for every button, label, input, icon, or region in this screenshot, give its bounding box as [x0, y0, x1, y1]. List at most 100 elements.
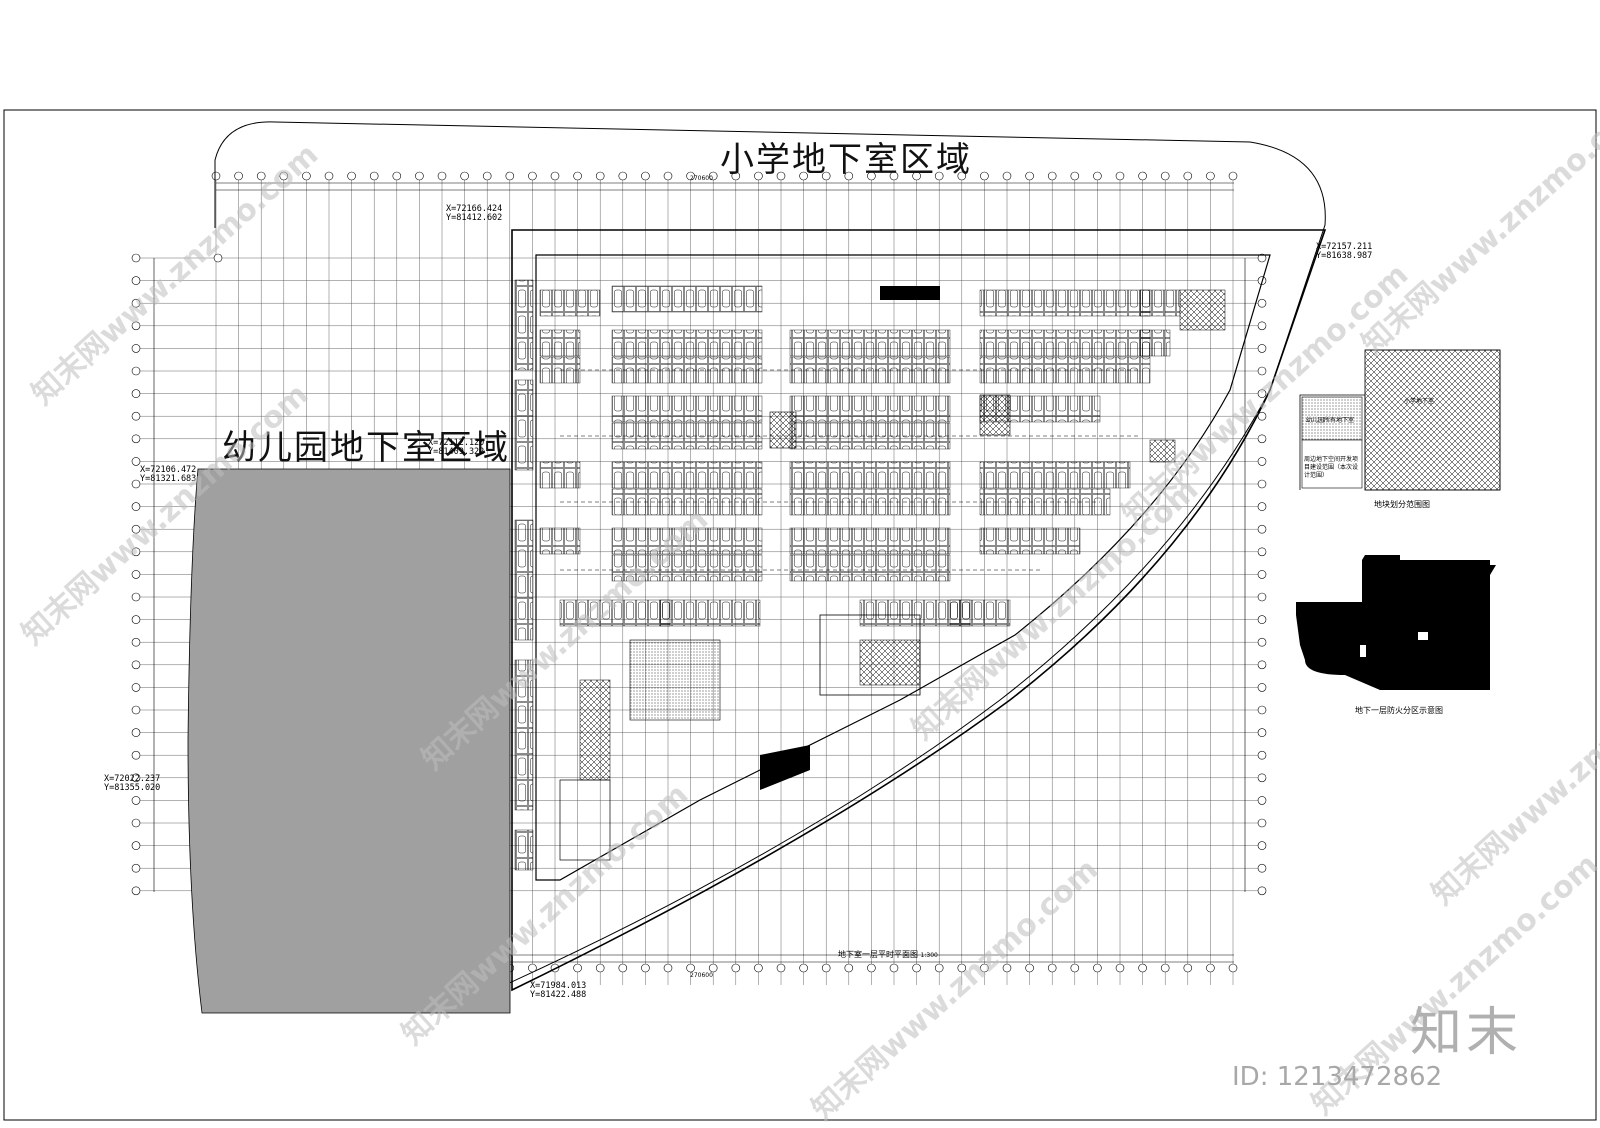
- axis-bubble-icon: [1257, 366, 1267, 376]
- axis-bubble-icon: [663, 171, 673, 181]
- axis-bubble-icon: [131, 750, 141, 760]
- axis-bubble-icon: [1025, 963, 1034, 973]
- axis-bubble-icon: [1257, 298, 1267, 308]
- basement-inner-wall: [535, 254, 1271, 881]
- site-boundary: [214, 121, 1326, 986]
- axis-bubble-icon: [595, 963, 605, 973]
- axis-bubble-icon: [131, 615, 141, 624]
- axis-bubble-icon: [256, 171, 266, 181]
- axis-bubble-icon: [1115, 963, 1125, 973]
- axis-bubble-icon: [131, 321, 141, 331]
- axis-bubble-icon: [595, 171, 605, 181]
- axis-bubble-icon: [889, 963, 899, 973]
- axis-bubble-icon: [1257, 705, 1267, 715]
- sheet-border: [3, 109, 1597, 1121]
- axis-bubble-icon: [131, 637, 141, 647]
- axis-bubble-icon: [131, 298, 141, 308]
- axis-bubble-icon: [369, 171, 379, 181]
- axis-bubble-icon: [1257, 502, 1267, 511]
- axis-bubble-icon: [131, 253, 141, 263]
- axis-bubble-icon: [324, 171, 334, 181]
- axis-bubble-icon: [1228, 171, 1238, 181]
- axis-bubble-icon: [131, 524, 141, 534]
- axis-bubble-icon: [131, 796, 141, 805]
- axis-bubble-icon: [1138, 963, 1147, 973]
- axis-bubble-icon: [131, 479, 141, 489]
- axis-bubble-icon: [1257, 615, 1267, 624]
- axis-bubble-icon: [1257, 750, 1267, 760]
- axis-bubble-icon: [957, 963, 967, 973]
- axis-bubble-icon: [1257, 389, 1267, 398]
- axis-bubble-icon: [731, 171, 741, 181]
- inset-fire-caption: 地下一层防火分区示意图: [1355, 706, 1443, 715]
- axis-bubble-icon: [1206, 963, 1215, 973]
- zone-label-kindergarten: 幼儿园地下室区域: [222, 428, 510, 468]
- axis-bubble-icon: [754, 963, 763, 973]
- axis-bubble-icon: [1257, 796, 1267, 805]
- axis-bubble-icon: [1093, 171, 1102, 181]
- axis-bubble-icon: [754, 171, 763, 181]
- axis-bubble-icon: [131, 411, 141, 421]
- axis-bubble-icon: [1257, 683, 1267, 692]
- axis-bubble-icon: [279, 171, 289, 181]
- axis-bubble-icon: [131, 683, 141, 692]
- drawing-title: 地下室一层平时平面图 1:300: [838, 950, 938, 959]
- axis-bubble-icon: [889, 171, 899, 181]
- axis-bubble-icon: [912, 171, 921, 181]
- axis-bubble-icon: [131, 818, 141, 828]
- legend-item: 小学地下室: [1404, 398, 1435, 405]
- axis-bubble-icon: [1257, 637, 1267, 647]
- axis-bubble-icon: [302, 171, 311, 181]
- parking-space-icon: [514, 279, 1181, 871]
- zone-label-primary-school: 小学地下室区域: [720, 140, 972, 180]
- basement-outline: [511, 229, 1327, 992]
- axis-bubble-icon: [821, 171, 831, 181]
- axis-bubble-icon: [1160, 963, 1170, 973]
- axis-bubble-icon: [1002, 171, 1012, 181]
- axis-bubble-icon: [867, 171, 876, 181]
- axis-bubble-icon: [573, 963, 582, 973]
- axis-bubble-icon: [131, 841, 141, 850]
- axis-bubble-icon: [821, 963, 831, 973]
- axis-bubble-icon: [131, 592, 141, 602]
- axis-bubble-icon: [731, 963, 741, 973]
- axis-bubble-icon: [131, 863, 141, 873]
- axis-bubble-icon: [867, 963, 876, 973]
- axis-bubble-icon: [1070, 171, 1080, 181]
- hatch-pattern-icon: [769, 411, 797, 449]
- axis-bubble-icon: [131, 389, 141, 398]
- axis-bubble-icon: [776, 963, 786, 973]
- axis-bubble-icon: [708, 171, 718, 181]
- axis-bubble-icon: [1257, 524, 1267, 534]
- axis-bubble-icon: [1257, 457, 1267, 466]
- axis-bubble-icon: [1257, 321, 1267, 331]
- axis-bubble-icon: [1002, 963, 1012, 973]
- axis-bubble-icon: [437, 171, 447, 181]
- axis-bubble-icon: [1257, 253, 1267, 263]
- axis-bubble-icon: [131, 434, 141, 444]
- axis-bubble-icon: [844, 963, 854, 973]
- axis-bubble-icon: [460, 171, 469, 181]
- axis-bubble-icon: [1257, 434, 1267, 444]
- axis-bubble-icon: [844, 171, 854, 181]
- axis-bubble-icon: [1047, 171, 1057, 181]
- axis-bubble-icon: [131, 547, 141, 557]
- image-id: ID: 1213472862: [1232, 1062, 1443, 1092]
- axis-bubble-icon: [1257, 841, 1267, 850]
- stair-core: [880, 286, 940, 300]
- axis-bubble-icon: [1257, 570, 1267, 579]
- axis-bubble-icon: [131, 344, 141, 353]
- axis-bubble-icon: [482, 171, 492, 181]
- axis-bubble-icon: [686, 963, 695, 973]
- axis-bubble-icon: [934, 963, 944, 973]
- legend-item: 幼儿园所有地下室: [1306, 417, 1355, 424]
- axis-bubble-icon: [573, 171, 582, 181]
- axis-bubble-icon: [1206, 171, 1215, 181]
- axis-bubble-icon: [131, 366, 141, 376]
